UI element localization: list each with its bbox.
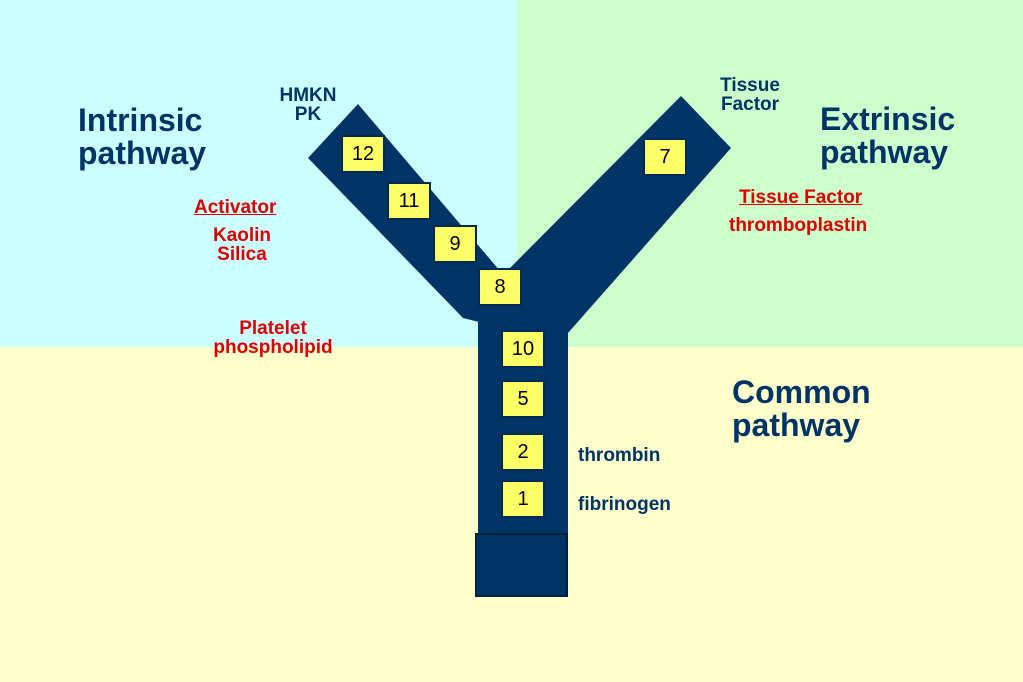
- thromboplastin-label: thromboplastin: [729, 215, 868, 236]
- extrinsic-title-line2: pathway: [820, 134, 949, 170]
- factor-label: Factor: [720, 94, 780, 115]
- common-title-line2: pathway: [732, 407, 861, 443]
- factor-11-box: 11: [387, 182, 431, 220]
- common-title-line1: Common: [732, 374, 871, 410]
- factor-9-box: 9: [433, 225, 477, 263]
- activator-agents: Kaolin Silica: [196, 226, 288, 264]
- hmkn-pk-label: HMKN PK: [272, 86, 344, 124]
- factor-10-box: 10: [501, 330, 545, 368]
- factor-2-box: 2: [501, 433, 545, 471]
- common-title: Common pathway: [732, 376, 871, 442]
- kaolin-label: Kaolin: [212, 225, 272, 246]
- factor-5-box: 5: [501, 380, 545, 418]
- intrinsic-title-line2: pathway: [78, 135, 207, 171]
- factor-7-box: 7: [643, 138, 687, 176]
- platelet-phospholipid-label: Platelet phospholipid: [196, 319, 350, 357]
- pk-label: PK: [294, 104, 322, 125]
- intrinsic-title-line1: Intrinsic: [78, 102, 203, 138]
- tissue-label: Tissue: [720, 75, 780, 96]
- factor-12-box: 12: [341, 135, 385, 173]
- extrinsic-title: Extrinsic pathway: [820, 103, 955, 169]
- hmkn-label: HMKN: [279, 85, 337, 106]
- extrinsic-arm: [510, 96, 731, 333]
- platelet-label: Platelet: [239, 318, 307, 339]
- phospholipid-label: phospholipid: [213, 337, 333, 358]
- factor-1-box: 1: [501, 480, 545, 518]
- activator-label: Activator: [194, 197, 277, 218]
- tissue-factor-top-label: Tissue Factor: [708, 76, 792, 114]
- silica-label: Silica: [217, 244, 267, 265]
- extrinsic-title-line1: Extrinsic: [820, 101, 956, 137]
- intrinsic-title: Intrinsic pathway: [78, 104, 206, 170]
- intrinsic-quadrant: [0, 0, 517, 347]
- thrombin-label: thrombin: [578, 445, 661, 466]
- stem-base: [475, 533, 568, 597]
- fibrinogen-label: fibrinogen: [578, 494, 671, 515]
- tissue-factor-label: Tissue Factor: [739, 187, 863, 208]
- factor-8-box: 8: [478, 268, 522, 306]
